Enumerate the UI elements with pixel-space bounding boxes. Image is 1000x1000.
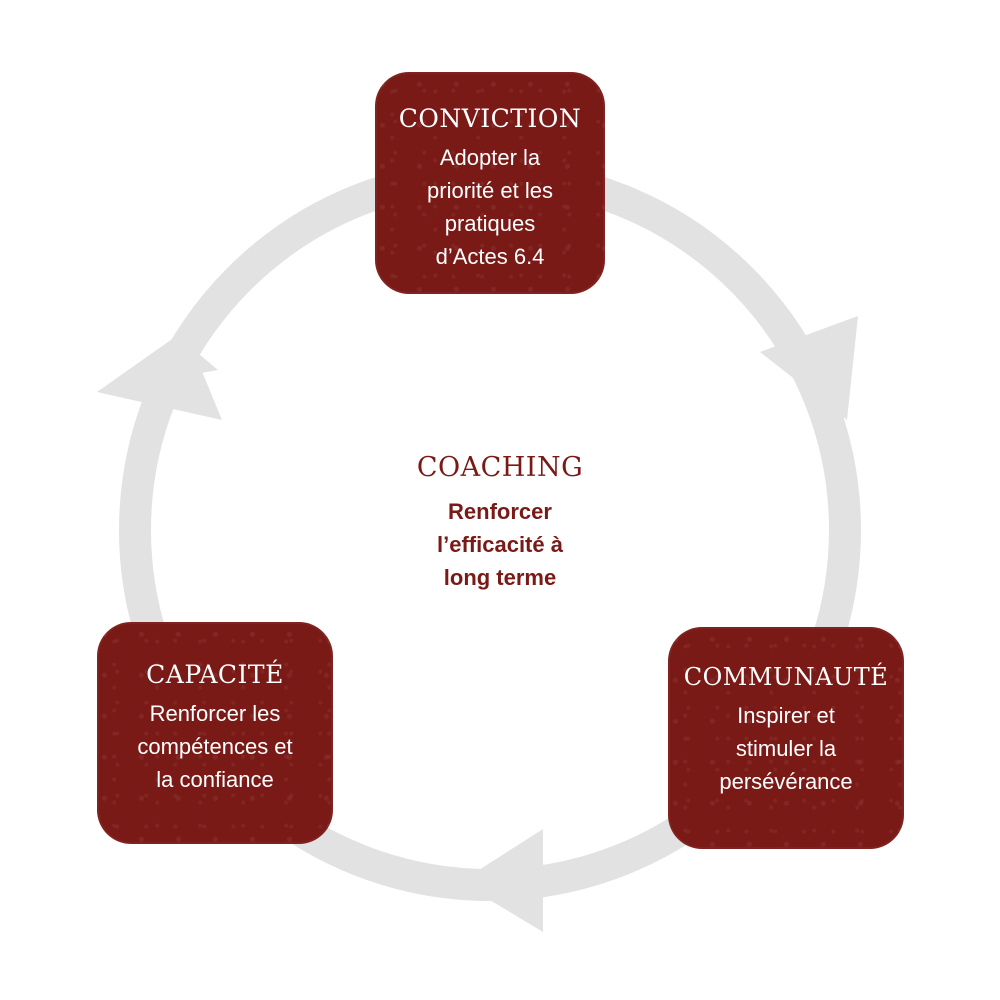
arrow-bottom-icon xyxy=(460,829,543,932)
node-conviction: CONVICTION Adopter la priorité et les pr… xyxy=(375,72,605,294)
node-communaute-text: Inspirer et stimuler la persévérance xyxy=(719,703,853,794)
node-communaute: COMMUNAUTÉ Inspirer et stimuler la persé… xyxy=(668,627,904,849)
arrow-right-side-icon xyxy=(760,316,858,420)
node-communaute-title: COMMUNAUTÉ xyxy=(683,663,889,691)
node-conviction-title: CONVICTION xyxy=(398,104,582,133)
node-capacite-text: Renforcer les compétences et la confianc… xyxy=(137,701,293,792)
node-conviction-text: Adopter la priorité et les pratiques d’A… xyxy=(427,145,553,269)
arrow-left-side-icon-tip xyxy=(97,330,222,420)
node-capacite: CAPACITÉ Renforcer les compétences et la… xyxy=(97,622,333,844)
center-title: COACHING xyxy=(416,452,584,483)
center-block: COACHING Renforcer l’efficacité à long t… xyxy=(360,452,640,594)
node-capacite-title: CAPACITÉ xyxy=(146,660,284,689)
center-text: Renforcer l’efficacité à long terme xyxy=(437,499,563,590)
